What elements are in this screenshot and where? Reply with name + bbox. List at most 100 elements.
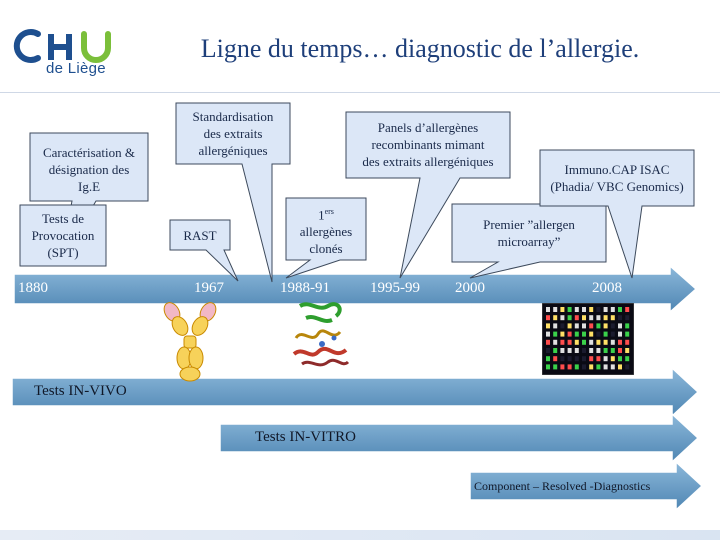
microarray-spot — [618, 331, 622, 337]
year-1880: 1880 — [18, 280, 48, 296]
microarray-spot — [596, 307, 601, 312]
microarray-spot — [618, 307, 622, 312]
microarray-spot — [553, 307, 558, 312]
callout-spt-shape — [19, 204, 107, 267]
callout-rast: RAST — [183, 228, 217, 243]
microarray-spot — [618, 323, 622, 329]
microarray-spot — [553, 348, 558, 353]
callout-microarray-shape — [451, 203, 607, 279]
year-1995-99: 1995-99 — [370, 280, 420, 296]
microarray-spot — [589, 331, 594, 337]
callout-rast-shape — [169, 219, 239, 282]
microarray-spot — [610, 348, 615, 353]
microarray-spot — [610, 323, 615, 329]
microarray-spot — [603, 323, 608, 329]
microarray-spot — [596, 323, 601, 329]
crd-label: Component – Resolved -Diagnostics — [474, 479, 651, 493]
microarray-spot — [610, 339, 615, 345]
antibody-illustration — [163, 302, 217, 382]
microarray-spot — [603, 307, 608, 312]
callout-panels-shape — [345, 111, 511, 279]
in-vivo-label: Tests IN-VIVO — [34, 383, 127, 399]
microarray-spot — [625, 364, 630, 370]
callout-panels: Panels d’allergènes recombinants mimant … — [362, 120, 494, 169]
callout-ige: Caractérisation & désignation des Ig.E — [42, 145, 136, 194]
microarray-spot — [625, 356, 630, 362]
microarray-spot — [589, 307, 594, 312]
in-vitro-arrow — [219, 412, 700, 464]
microarray-spot — [610, 315, 615, 321]
callout-standard: Standardisation des extraits allergéniqu… — [192, 109, 274, 158]
microarray-spot — [567, 364, 572, 370]
microarray-spot — [574, 348, 579, 353]
callout-clones-shape — [285, 197, 367, 279]
chu-logo — [13, 29, 111, 63]
microarray-spot — [582, 307, 586, 312]
crd-arrow — [469, 460, 704, 512]
microarray-spot — [582, 356, 586, 362]
microarray-spot — [567, 331, 572, 337]
year-1988-91: 1988-91 — [280, 280, 330, 296]
year-2000: 2000 — [455, 280, 485, 296]
microarray-spot — [596, 331, 601, 337]
microarray-spot — [625, 348, 630, 353]
callout-clones: 1ers allergènes clonés — [299, 207, 353, 257]
callout-microarray: Premier ”allergen microarray” — [483, 217, 575, 249]
microarray-spot — [582, 364, 586, 370]
microarray-spot — [582, 315, 586, 321]
microarray-spot — [574, 315, 579, 321]
microarray-spot — [589, 323, 594, 329]
microarray-spot — [560, 339, 565, 345]
microarray-spot — [610, 356, 615, 362]
microarray-spot — [589, 364, 594, 370]
microarray-spot — [603, 356, 608, 362]
microarray-spot — [625, 307, 630, 312]
microarray-spot — [560, 307, 565, 312]
callout-isac: Immuno.CAP ISAC (Phadia/ VBC Genomics) — [550, 162, 684, 194]
microarray-spot — [560, 348, 565, 353]
header-divider — [0, 92, 720, 93]
microarray-spot — [582, 339, 586, 345]
microarray-spot — [625, 331, 630, 337]
microarray-spot — [546, 348, 550, 353]
microarray-spot — [574, 307, 579, 312]
microarray-spot — [596, 348, 601, 353]
microarray-spot — [553, 331, 558, 337]
microarray-spot — [618, 315, 622, 321]
logo-subtitle: de Liège — [46, 60, 106, 77]
in-vitro-label: Tests IN-VITRO — [255, 429, 357, 445]
microarray-spot — [560, 356, 565, 362]
microarray-spot — [546, 315, 550, 321]
microarray-spot — [546, 339, 550, 345]
page-title: Ligne du temps… diagnostic de l’allergie… — [200, 34, 640, 63]
microarray-spot — [574, 331, 579, 337]
microarray-spot — [618, 339, 622, 345]
protein-structure-illustration — [292, 302, 350, 367]
microarray-spot — [618, 348, 622, 353]
microarray-spot — [567, 307, 572, 312]
microarray-spot — [582, 323, 586, 329]
microarray-spot — [574, 364, 579, 370]
callout-isac-shape — [539, 149, 695, 279]
microarray-spot — [560, 331, 565, 337]
microarray-spot — [567, 348, 572, 353]
callout-standard-shape — [175, 102, 291, 283]
microarray-spot — [589, 348, 594, 353]
microarray-spot — [596, 315, 601, 321]
microarray-spot — [610, 364, 615, 370]
microarray-spot — [567, 323, 572, 329]
microarray-spot — [589, 339, 594, 345]
microarray-spot — [582, 348, 586, 353]
microarray-spot — [560, 364, 565, 370]
microarray-spot — [596, 356, 601, 362]
timeline-arrow — [13, 264, 698, 314]
microarray-spot — [603, 348, 608, 353]
microarray-spot — [546, 331, 550, 337]
microarray-spot — [610, 331, 615, 337]
microarray-spot — [553, 315, 558, 321]
microarray-spot — [574, 339, 579, 345]
microarray-spot — [589, 315, 594, 321]
microarray-spot — [596, 364, 601, 370]
microarray-spot — [546, 356, 550, 362]
